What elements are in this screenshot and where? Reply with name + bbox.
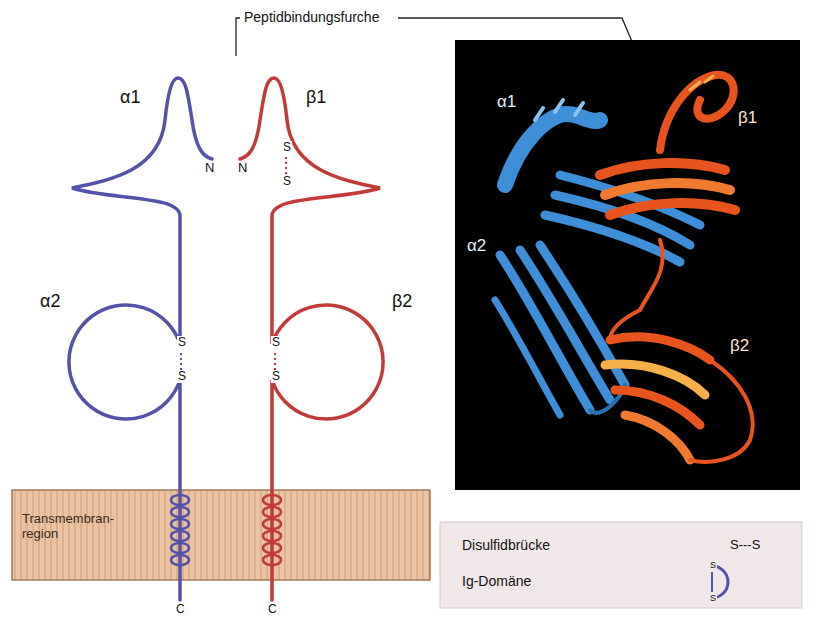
- structure-panel: [455, 40, 800, 490]
- sulfur-label: S: [271, 336, 281, 349]
- legend-text: Ig-Domäne: [462, 574, 531, 589]
- helix-coil: [171, 543, 189, 553]
- sulfur-label: S: [177, 370, 187, 383]
- helix-coil: [263, 543, 281, 553]
- helix-coil: [171, 519, 189, 529]
- legend-sample-text: S---S: [730, 538, 760, 552]
- domain-label: α2: [467, 236, 486, 256]
- structure-label: Peptidbindungsfurche: [244, 10, 379, 25]
- ig-domain-sample: [711, 572, 713, 592]
- membrane-band: [12, 490, 430, 580]
- terminus-label: N: [205, 161, 214, 175]
- helix-coil: [263, 507, 281, 517]
- sulfur-label: S: [177, 336, 187, 349]
- terminus-label: C: [176, 603, 185, 616]
- helix-coil: [263, 495, 281, 505]
- disulfide-bond: [285, 157, 287, 174]
- domain-label: α1: [120, 88, 140, 108]
- membrane-band: Transmembran- region: [12, 490, 430, 580]
- domain-label: α1: [497, 92, 516, 112]
- leader-line: [236, 18, 240, 56]
- domain-label: β1: [738, 108, 757, 128]
- sulfur-label: S: [271, 370, 281, 383]
- domain-label: β2: [730, 336, 749, 356]
- domain-label: β1: [306, 88, 326, 108]
- helix-coil: [263, 531, 281, 541]
- helix-coil: [171, 531, 189, 541]
- terminus-label: C: [268, 603, 277, 616]
- structure-panel: α1 β1 α2 β2: [455, 40, 800, 490]
- region-label: Transmembran- region: [22, 512, 126, 542]
- domain-label: β2: [392, 292, 412, 312]
- helix-coil: [263, 555, 281, 565]
- helix-coil: [171, 507, 189, 517]
- beta-chain: [240, 78, 383, 600]
- sulfur-label: S: [709, 594, 717, 604]
- sulfur-label: S: [282, 175, 292, 188]
- sulfur-label: S: [282, 141, 292, 154]
- helix-coil: [263, 519, 281, 529]
- helix-coil: [171, 495, 189, 505]
- domain-label: α2: [40, 292, 60, 312]
- disulfide-bond: [274, 353, 276, 370]
- helix-coil: [171, 555, 189, 565]
- sulfur-label: S: [709, 561, 717, 571]
- disulfide-bond: [180, 353, 182, 370]
- transmembrane-coils: [171, 495, 281, 565]
- terminus-label: N: [238, 161, 247, 175]
- legend-text: Disulfidbrücke: [462, 538, 550, 553]
- legend-box: [440, 522, 802, 608]
- ribbon-model: [495, 75, 753, 462]
